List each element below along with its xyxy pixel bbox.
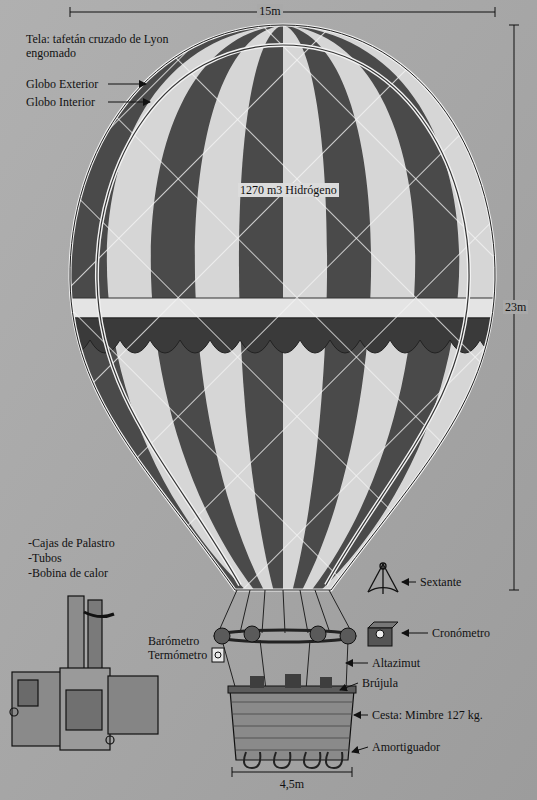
inner-globe-core: [97, 45, 469, 585]
dimension-label: 15m: [257, 4, 282, 18]
part-label: Amortiguador: [372, 740, 440, 754]
envelope-gores: [60, 20, 510, 600]
fabric-note: Tela: tafetán cruzado de Lyon engomado: [26, 32, 201, 60]
suspension-hoop: [215, 630, 355, 642]
dimension-lines: [70, 7, 519, 777]
part-label: -Bobina de calor: [28, 566, 108, 580]
sextant-icon: [368, 563, 398, 594]
outer-globe: [70, 25, 495, 590]
barometer-icon: [212, 648, 224, 662]
part-label: -Tubos: [28, 551, 62, 565]
chronometer-icon: [368, 622, 398, 646]
part-label: Cesta: Mimbre 127 kg.: [372, 708, 483, 722]
outer-globe-edge: [70, 25, 495, 590]
heater-assembly: [10, 596, 158, 750]
part-label: Globo Interior: [26, 95, 95, 109]
instrument-label: Cronómetro: [432, 626, 490, 640]
instrument-label: Sextante: [420, 575, 461, 589]
dimension-label: 23m: [503, 300, 528, 314]
wicker-basket: [228, 674, 356, 760]
instrument-label: Termómetro: [148, 648, 207, 662]
part-label: Globo Exterior: [26, 77, 98, 91]
part-label: -Cajas de Palastro: [28, 536, 115, 550]
instrument-label: Brújula: [362, 676, 398, 690]
instrument-label: Altazimut: [372, 656, 420, 670]
inner-globe: [97, 45, 469, 585]
volume-label: 1270 m3 Hidrógeno: [238, 183, 339, 197]
dimension-label: 4,5m: [280, 777, 304, 791]
leader-lines: [108, 84, 428, 752]
shock-absorbers: [244, 752, 342, 768]
instrument-label: Barómetro: [148, 634, 199, 648]
pulleys: [214, 626, 356, 644]
